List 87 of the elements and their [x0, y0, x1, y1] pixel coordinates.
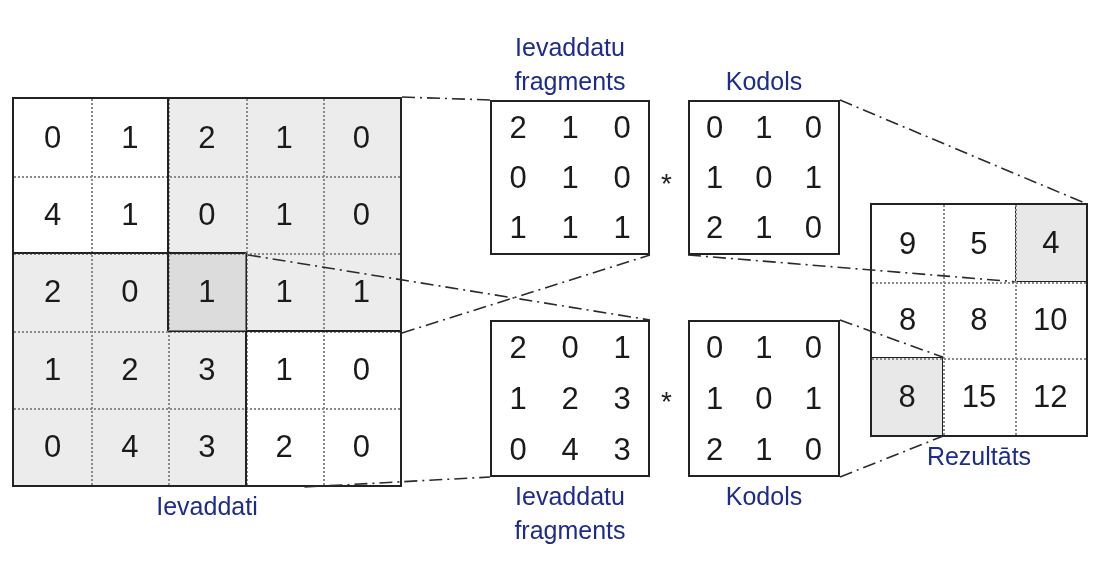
matrix-value: 1	[198, 276, 216, 308]
convolution-operator: *	[661, 170, 672, 198]
dash-dot-connector	[839, 435, 945, 478]
matrix-value: 2	[706, 212, 724, 244]
matrix-value: 1	[275, 276, 293, 308]
matrix-value: 1	[755, 332, 773, 363]
convolution-operator: *	[661, 388, 672, 416]
matrix-value: 0	[509, 162, 527, 193]
dash-dot-connector	[401, 254, 651, 334]
matrix-value: 5	[970, 227, 988, 259]
matrix-value: 1	[121, 199, 139, 231]
matrix-value: 0	[706, 332, 724, 363]
matrix-heading: Kodols	[724, 481, 804, 512]
matrix-value: 1	[613, 332, 631, 363]
matrix-value: 0	[43, 122, 62, 154]
matrix-value: 4	[121, 430, 139, 462]
matrix-value: 1	[706, 383, 724, 414]
matrix-value: 1	[561, 162, 579, 193]
matrix-value: 1	[121, 122, 139, 154]
matrix-heading: Ievaddati	[155, 491, 259, 522]
matrix-value: 8	[898, 381, 916, 413]
matrix-value: 10	[1033, 304, 1068, 336]
matrix-value: 1	[509, 383, 527, 414]
matrix-heading: Kodols	[724, 66, 804, 97]
matrix-value: 2	[509, 332, 527, 363]
matrix-value: 0	[613, 111, 631, 143]
matrix-heading: Ievaddatu fragments	[513, 32, 627, 97]
matrix-value: 0	[198, 199, 216, 231]
dash-dot-connector	[687, 254, 1016, 283]
matrix-value: 4	[43, 199, 62, 231]
highlighted-cell	[1014, 204, 1087, 282]
matrix-value: 0	[755, 383, 773, 414]
matrix-value: 2	[121, 353, 139, 385]
dash-dot-connector	[839, 319, 945, 359]
matrix-value: 1	[352, 276, 370, 308]
matrix-value: 0	[509, 434, 527, 465]
matrix-value: 8	[970, 304, 988, 336]
matrix-value: 3	[613, 383, 631, 414]
matrix-value: 3	[198, 430, 216, 462]
dash-dot-connector	[247, 254, 651, 321]
matrix-value: 0	[706, 111, 724, 143]
matrix-value: 1	[613, 212, 631, 244]
matrix-value: 0	[804, 212, 822, 244]
dash-dot-connector	[401, 96, 491, 101]
matrix-value: 0	[804, 332, 822, 363]
matrix-value: 0	[352, 430, 370, 462]
matrix-value: 0	[43, 430, 62, 462]
matrix-value: 8	[899, 304, 917, 336]
matrix-value: 0	[352, 199, 370, 231]
matrix-value: 1	[509, 212, 527, 244]
matrix-value: 1	[43, 353, 62, 385]
dash-dot-connector	[303, 476, 491, 488]
matrix-value: 2	[706, 434, 724, 465]
matrix-value: 1	[561, 212, 579, 244]
matrix-value: 1	[275, 199, 293, 231]
matrix-value: 9	[899, 227, 917, 259]
matrix-value: 0	[561, 332, 579, 363]
matrix-value: 12	[1033, 381, 1068, 413]
matrix-value: 4	[1042, 227, 1060, 259]
matrix-value: 1	[755, 212, 773, 244]
matrix-value: 0	[121, 276, 139, 308]
matrix-value: 0	[352, 353, 370, 385]
matrix-value: 0	[804, 434, 822, 465]
matrix-value: 2	[561, 383, 579, 414]
highlighted-cell	[871, 357, 944, 436]
matrix-value: 0	[613, 162, 631, 193]
matrix-value: 2	[275, 430, 293, 462]
matrix-value: 1	[275, 122, 293, 154]
matrix-value: 2	[509, 111, 527, 143]
matrix-value: 1	[755, 434, 773, 465]
matrix-value: 2	[198, 122, 216, 154]
matrix-value: 1	[561, 111, 579, 143]
matrix-value: 3	[613, 434, 631, 465]
matrix-value: 4	[561, 434, 579, 465]
matrix-value: 2	[43, 276, 62, 308]
matrix-value: 1	[706, 162, 724, 193]
matrix-value: 3	[198, 353, 216, 385]
matrix-value: 1	[804, 162, 822, 193]
matrix-value: 0	[804, 111, 822, 143]
matrix-value: 1	[804, 383, 822, 414]
matrix-value: 1	[755, 111, 773, 143]
matrix-heading: Rezultāts	[925, 441, 1033, 472]
matrix-heading: Ievaddatu fragments	[513, 481, 627, 546]
matrix-value: 15	[961, 381, 997, 413]
matrix-value: 0	[352, 122, 370, 154]
matrix-value: 0	[755, 162, 773, 193]
matrix-value: 1	[275, 353, 293, 385]
